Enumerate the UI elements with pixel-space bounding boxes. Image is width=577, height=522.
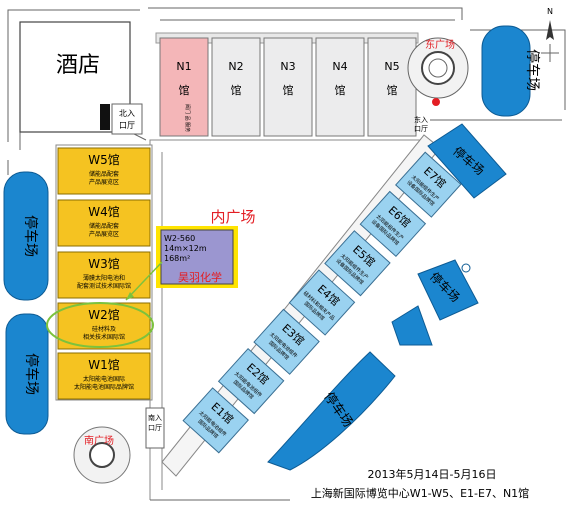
parking-east-marker-icon <box>461 263 471 273</box>
parking-east-top: 停车场 <box>427 123 507 199</box>
south-plaza: 南广场 <box>73 426 131 484</box>
hall-name: W5馆 <box>88 152 120 167</box>
compass-rose <box>541 44 559 62</box>
hall-n2-label: 馆 <box>231 83 242 97</box>
footer-date: 2013年5月14日-5月16日 <box>368 467 497 481</box>
hall-subtitle: 薄膜太阳电池和 <box>83 274 125 282</box>
booth-area: 168m² <box>164 254 190 263</box>
hall-n2-number: N2 <box>228 60 243 73</box>
booth-w2-560[interactable]: W2-560 14m×12m 168m² 昊羽化学 <box>156 226 238 288</box>
hall-n2[interactable]: N2 馆 <box>211 37 261 137</box>
south-entrance-line2: 口厅 <box>148 424 162 432</box>
hall-n3-label: 馆 <box>283 83 294 97</box>
hall-n1[interactable]: N1 馆 阀门 品 服务 <box>159 37 209 137</box>
hall-n1-label: 馆 <box>179 83 190 97</box>
east-entrance-line1: 东入 <box>414 115 428 124</box>
footer-venue: 上海新国际博览中心W1-W5、E1-E7、N1馆 <box>311 486 529 500</box>
north-entrance-line2: 口厅 <box>119 121 135 130</box>
hall-n5-label: 馆 <box>387 83 398 97</box>
booth-company: 昊羽化学 <box>178 270 222 284</box>
hall-n5[interactable]: N5 馆 <box>367 37 417 137</box>
hall-subtitle: 储能品配套 <box>89 222 119 230</box>
parking-east-lower: 停车场 <box>267 351 396 471</box>
parking-top-right-label: 停车场 <box>524 49 541 91</box>
hall-subtitle: 太阳能电池国际品牌馆 <box>74 383 134 391</box>
parking-west-upper-label: 停车场 <box>22 215 39 257</box>
east-plaza-label: 东广场 <box>425 38 455 51</box>
hall-name: W3馆 <box>88 256 120 271</box>
compass: N <box>541 7 559 62</box>
hall-subtitle: 太阳能电池国际 <box>83 375 125 383</box>
east-entrance-line2: 口厅 <box>414 125 428 133</box>
hall-subtitle: 产品展览区 <box>89 178 119 186</box>
parking-east-upper: 停车场 <box>417 259 479 321</box>
parking-top-right: 停车场 <box>481 25 541 117</box>
hall-name: W4馆 <box>88 204 120 219</box>
hall-n1-note: 阀门 品 服务 <box>184 104 191 132</box>
hall-n5-number: N5 <box>384 60 399 73</box>
hall-n4[interactable]: N4 馆 <box>315 37 365 137</box>
booth-code: W2-560 <box>164 234 195 243</box>
hall-n4-label: 馆 <box>335 83 346 97</box>
pointer-arrow-icon <box>125 261 163 301</box>
parking-west-lower-label: 停车场 <box>23 353 40 395</box>
south-plaza-label: 南广场 <box>84 434 114 447</box>
parking-east-mid <box>391 305 433 346</box>
inner-plaza-label: 内广场 <box>210 208 255 226</box>
south-entrance: 南入 口厅 <box>145 407 165 449</box>
hall-n1-number: N1 <box>176 60 191 73</box>
north-halls: N1 馆 阀门 品 服务 N2 馆 N3 馆 N4 馆 N5 馆 <box>159 37 417 137</box>
north-entrance: 北入 口厅 <box>100 103 143 135</box>
west-halls: W5馆储能品配套产品展览区W4馆储能品配套产品展览区W3馆薄膜太阳电池和配套测试… <box>57 147 151 400</box>
hall-subtitle: 配套测试技术国际馆 <box>77 282 131 290</box>
hall-n4-number: N4 <box>332 60 347 73</box>
hotel-label: 酒店 <box>56 53 100 78</box>
hall-subtitle: 硅材料及 <box>92 325 116 333</box>
booth-size: 14m×12m <box>164 244 207 253</box>
pointer-arrowhead-icon <box>126 292 134 300</box>
hall-n3-number: N3 <box>280 60 295 73</box>
hall-name: W1馆 <box>88 357 120 372</box>
south-entrance-line1: 南入 <box>148 413 162 422</box>
hall-subtitle: 相关技术国际馆 <box>83 333 125 341</box>
east-entrance: 东入 口厅 <box>414 115 428 133</box>
east-plaza: 东广场 <box>407 37 469 106</box>
parking-west-upper: 停车场 <box>3 171 49 301</box>
hall-subtitle: 储能品配套 <box>89 170 119 178</box>
parking-west-lower: 停车场 <box>5 313 49 435</box>
hall-subtitle: 产品展览区 <box>89 230 119 238</box>
booth-pointer <box>46 261 163 348</box>
hall-n3[interactable]: N3 馆 <box>263 37 313 137</box>
hall-name: W2馆 <box>88 307 120 322</box>
east-plaza-marker-icon <box>432 98 440 106</box>
compass-label: N <box>547 7 553 16</box>
north-entrance-line1: 北入 <box>119 109 135 118</box>
w2-highlight-ellipse <box>46 302 154 348</box>
compass-arrow-icon <box>546 20 554 40</box>
